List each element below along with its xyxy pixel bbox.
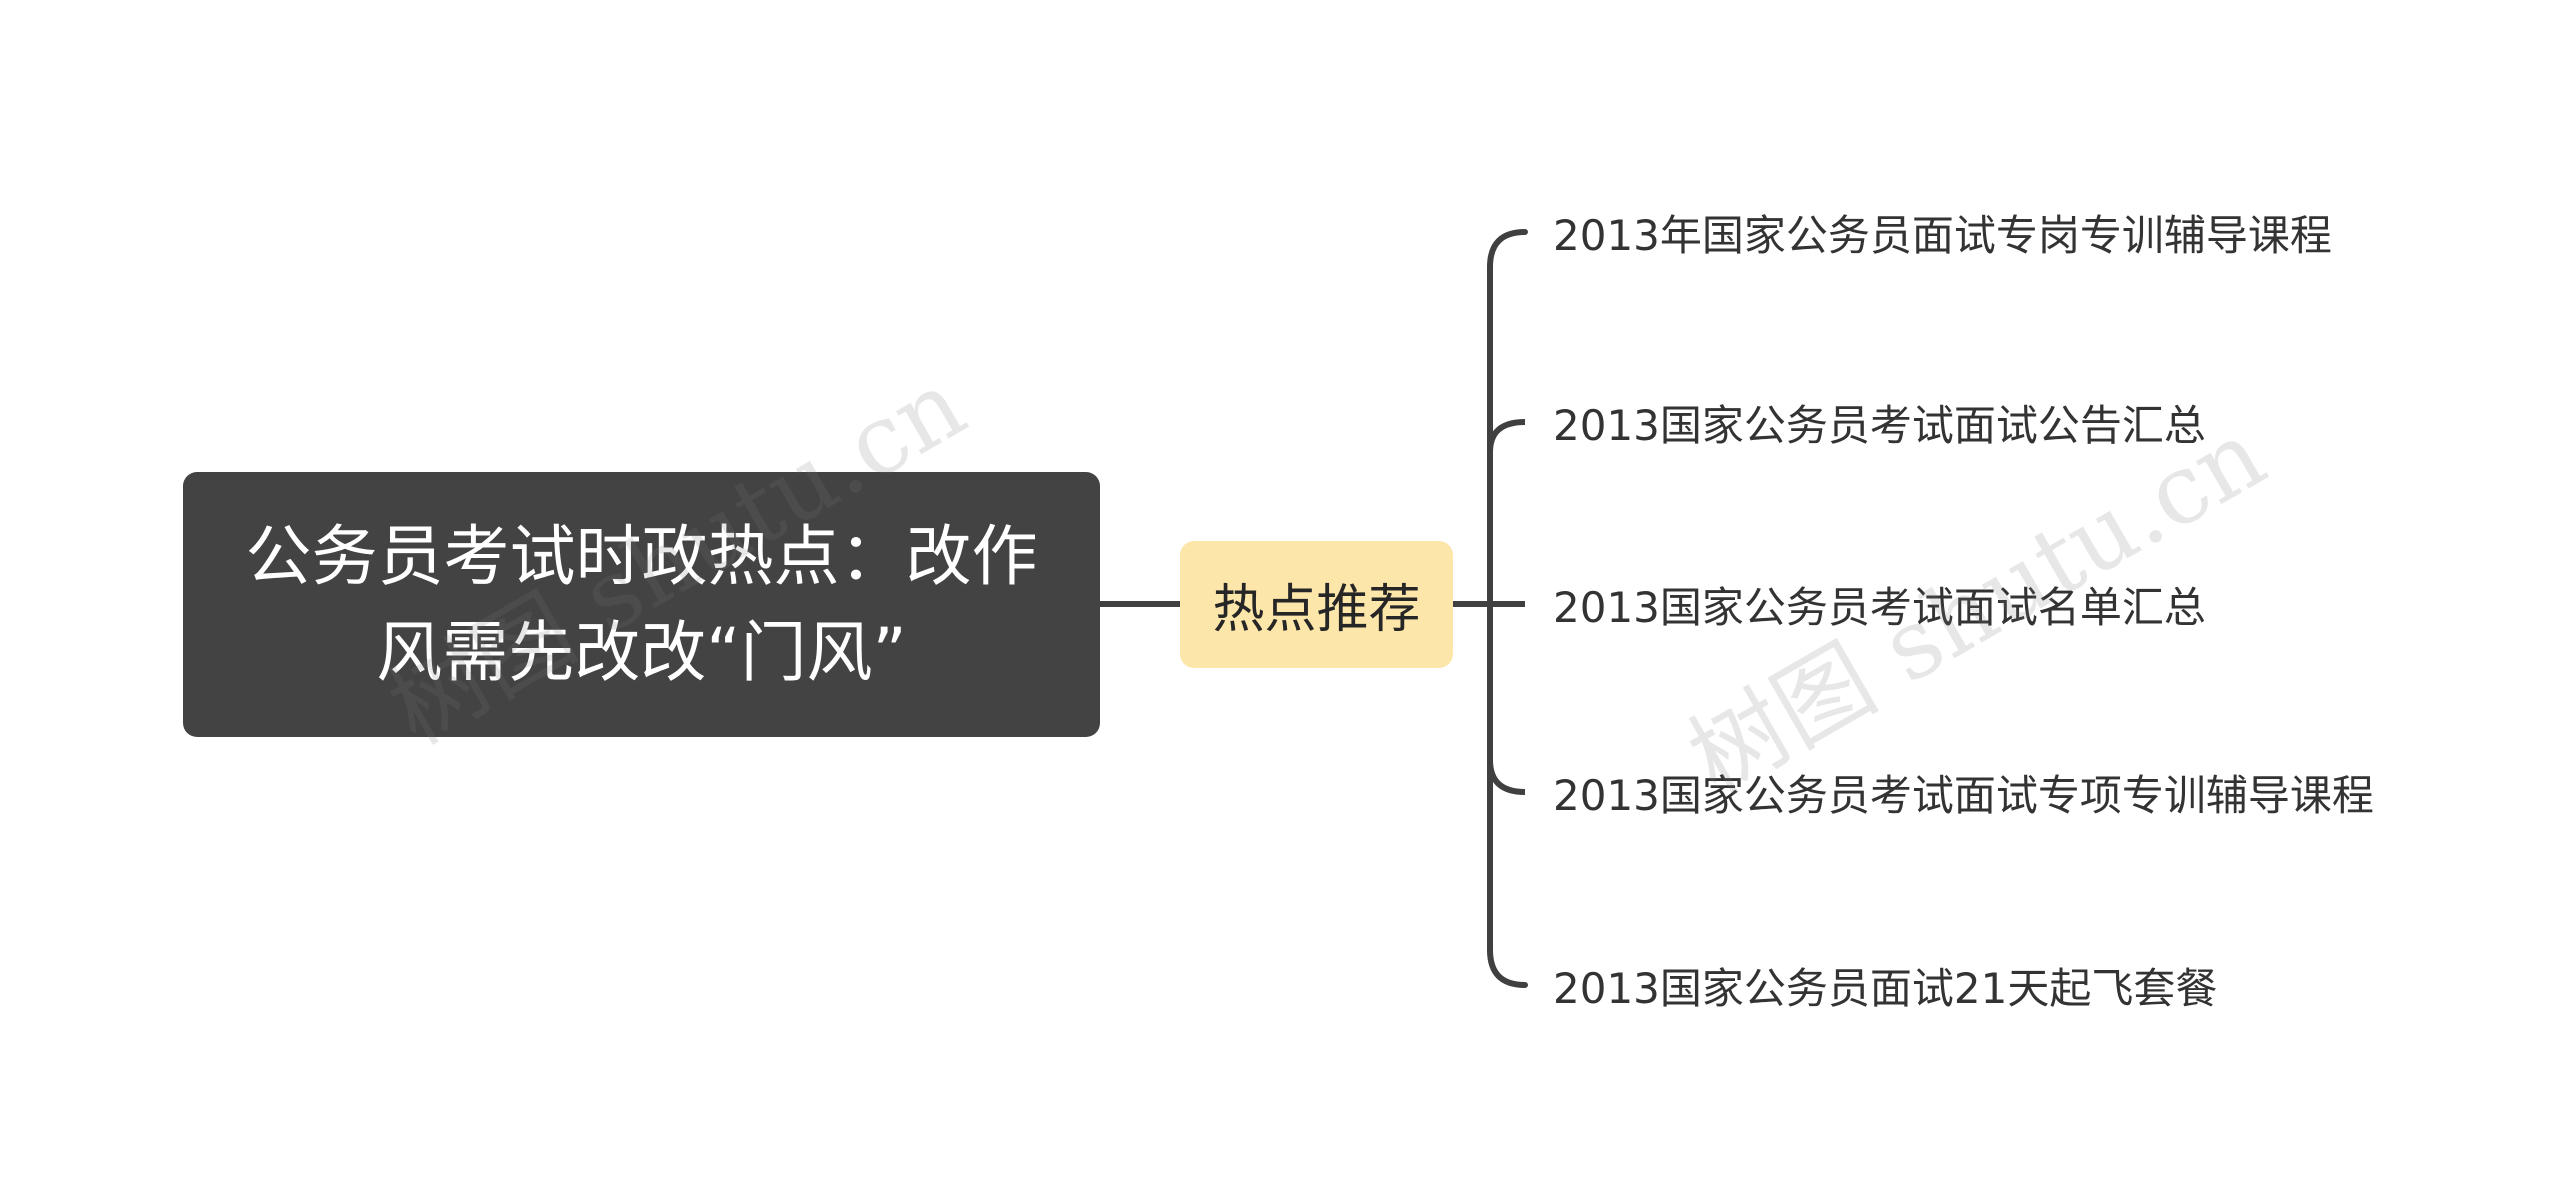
leaf-topic-3[interactable]: 2013国家公务员考试面试名单汇总 xyxy=(1553,582,2206,632)
hub-topic-text: 热点推荐 xyxy=(1212,580,1421,640)
leaf-topic-4[interactable]: 2013国家公务员考试面试专项专训辅导课程 xyxy=(1553,770,2374,820)
root-topic-text: 公务员考试时政热点：改作风需先改改“门风” xyxy=(245,517,1038,691)
leaf-topic-2[interactable]: 2013国家公务员考试面试公告汇总 xyxy=(1553,400,2206,450)
branch-tick-4 xyxy=(1487,759,1526,795)
leaf-topic-5[interactable]: 2013国家公务员面试21天起飞套餐 xyxy=(1553,963,2218,1013)
root-topic-node[interactable]: 公务员考试时政热点：改作风需先改改“门风” xyxy=(183,472,1100,737)
leaf-topic-1[interactable]: 2013年国家公务员面试专岗专训辅导课程 xyxy=(1553,210,2332,260)
hub-topic-node[interactable]: 热点推荐 xyxy=(1180,541,1453,668)
branch-tick-2 xyxy=(1487,419,1526,453)
branch-bracket xyxy=(1487,229,1528,988)
